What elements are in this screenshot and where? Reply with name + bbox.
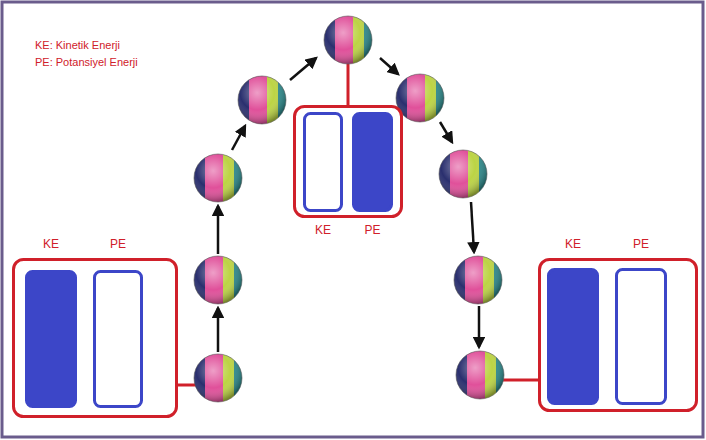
energy-bar (617, 270, 666, 404)
motion-arrows (218, 58, 479, 352)
panel-border (295, 107, 402, 217)
panel-border (14, 260, 177, 417)
leader-line (503, 379, 538, 382)
bar-label: KE (563, 236, 584, 252)
energy-panel: KE PE (293, 105, 403, 240)
panel-outline (293, 105, 403, 240)
bar-labels: KE PE (538, 236, 698, 252)
energy-bar (95, 272, 142, 407)
legend-note: PE: Potansiyel Enerji (35, 55, 138, 69)
bar-label: KE (41, 236, 62, 252)
energy-bar (305, 114, 342, 211)
energy-bar (354, 114, 392, 211)
bar-labels: KE PE (293, 222, 403, 238)
energy-panel: KE PE (12, 236, 178, 418)
bar-label: KE (313, 222, 334, 238)
bar-label: PE (108, 236, 129, 252)
bar-label: PE (362, 222, 383, 238)
bar-labels: KE PE (12, 236, 178, 252)
energy-bar (27, 272, 76, 407)
panel-outline (12, 236, 178, 418)
leader-line (347, 64, 350, 105)
panel-border (540, 260, 697, 411)
bar-label: PE (631, 236, 652, 252)
legend-note: KE: Kinetik Enerji (35, 38, 120, 52)
energy-bar (549, 270, 598, 404)
panel-outline (538, 236, 698, 412)
ball (193, 15, 505, 403)
energy-panel: KE PE (538, 236, 698, 412)
leader-line (178, 384, 196, 387)
